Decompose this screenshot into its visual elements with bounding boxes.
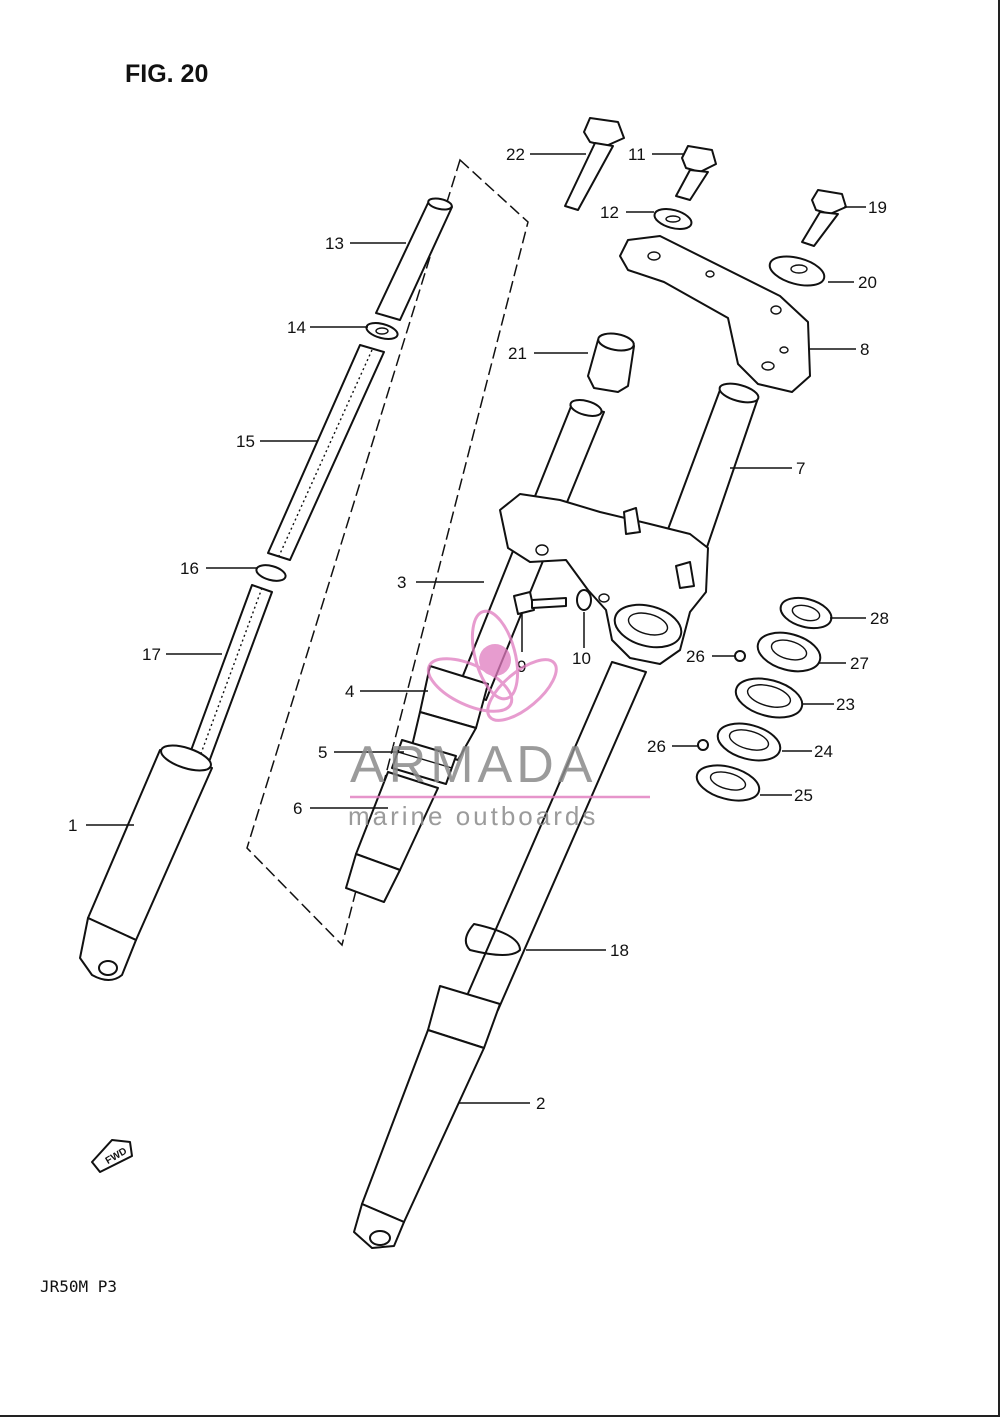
callout-21: 21	[508, 344, 527, 363]
callout-6: 6	[293, 799, 302, 818]
part-23-cone	[734, 677, 804, 719]
figure-title: FIG. 20	[125, 60, 208, 88]
callout-5: 5	[318, 743, 327, 762]
callout-15: 15	[236, 432, 255, 451]
callout-7: 7	[796, 459, 805, 478]
part-26-ball-a	[734, 650, 746, 662]
callout-24: 24	[814, 742, 833, 761]
part-2-outer-tube	[353, 661, 647, 1249]
callout-27: 27	[850, 654, 869, 673]
callout-11: 11	[628, 145, 646, 164]
callout-1: 1	[68, 816, 77, 835]
part-20-rubber	[768, 255, 826, 287]
callout-13: 13	[325, 234, 344, 253]
callout-14: 14	[287, 318, 306, 337]
part-17-spring	[185, 584, 273, 771]
part-10-washer	[576, 589, 592, 611]
callout-20: 20	[858, 273, 877, 292]
part-26-ball-b	[697, 739, 709, 751]
callout-26a: 26	[686, 647, 705, 666]
callout-25: 25	[794, 786, 813, 805]
part-13-tube	[375, 197, 453, 321]
part-5-seal	[391, 739, 457, 785]
part-24-race	[716, 722, 782, 762]
propeller-logo-icon	[426, 609, 558, 722]
part-21-cap	[587, 332, 635, 393]
part-11-bolt	[675, 145, 717, 201]
part-28-nut	[779, 596, 833, 630]
fwd-arrow-icon: FWD	[91, 1139, 133, 1173]
callout-16: 16	[180, 559, 199, 578]
part-14-washer	[365, 322, 399, 340]
exploded-view-boundary	[246, 158, 529, 947]
callout-12: 12	[600, 203, 619, 222]
triple-clamp	[499, 493, 709, 665]
part-19-bolt	[801, 189, 847, 247]
part-16-washer	[255, 564, 287, 582]
armada-watermark: ARMADA marine outboards	[348, 609, 650, 831]
callout-19: 19	[868, 198, 887, 217]
callout-17: 17	[142, 645, 161, 664]
part-8-upper-bracket	[619, 235, 811, 393]
part-7-steering-stem	[663, 382, 760, 551]
model-code: JR50M P3	[40, 1277, 117, 1296]
callout-4: 4	[345, 682, 354, 701]
part-9-bolt	[513, 591, 567, 615]
part-22-bolt	[564, 117, 625, 211]
callout-22: 22	[506, 145, 525, 164]
watermark-tagline: marine outboards	[348, 801, 598, 831]
callout-labels: 1 2 3 4 5 6 7 8 9 10 11 12 13 14 15 16 1…	[68, 145, 889, 1113]
callout-3: 3	[397, 573, 406, 592]
part-27-race	[756, 631, 822, 673]
leader-lines	[86, 153, 866, 1104]
part-18-clip	[464, 923, 522, 956]
callout-10: 10	[572, 649, 591, 668]
part-15-spring	[267, 344, 385, 561]
callout-2: 2	[536, 1094, 545, 1113]
part-1-damper-tube	[79, 744, 213, 981]
part-25-race	[695, 764, 761, 802]
part-12-washer	[653, 208, 693, 230]
watermark-brand: ARMADA	[350, 736, 596, 794]
callout-23: 23	[836, 695, 855, 714]
callout-8: 8	[860, 340, 869, 359]
callout-18: 18	[610, 941, 629, 960]
callout-26b: 26	[647, 737, 666, 756]
callout-28: 28	[870, 609, 889, 628]
